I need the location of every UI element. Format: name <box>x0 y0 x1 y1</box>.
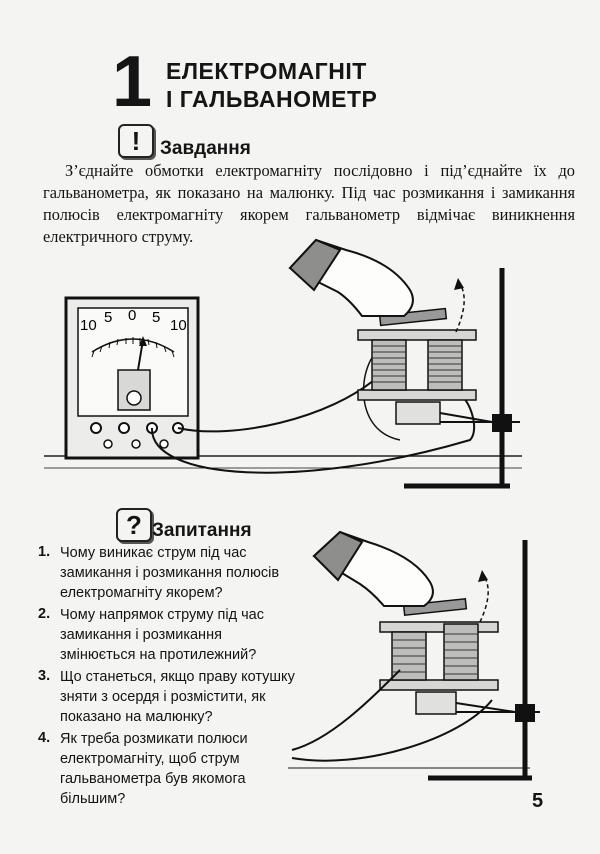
coil-right-2 <box>443 623 479 681</box>
list-item: 2. Чому напрямок струму під час замиканн… <box>38 606 264 663</box>
task-heading: Завдання <box>160 138 251 159</box>
scale-label-right-5: 5 <box>152 309 160 326</box>
galvanometer-scale-ticks <box>91 337 175 358</box>
terminal-1 <box>90 422 102 434</box>
lesson-number: 1 <box>112 42 153 122</box>
exclamation-icon: ! <box>118 124 154 158</box>
armature <box>378 307 448 327</box>
terminal-2 <box>118 422 130 434</box>
scale-label-zero: 0 <box>128 307 136 324</box>
page-number: 5 <box>532 790 544 812</box>
questions-heading: Запитання <box>152 520 252 541</box>
question-icon: ? <box>116 508 152 542</box>
wire-1 <box>177 374 381 433</box>
experiment-illustration-2 <box>288 530 540 781</box>
questions-list: 1. Чому виникає струм під час замикання … <box>36 543 301 811</box>
armature-2 <box>402 597 468 617</box>
scale-label-right-10: 10 <box>170 317 187 334</box>
wire-4 <box>291 699 493 762</box>
electromagnet <box>357 307 493 425</box>
scale-label-left-10: 10 <box>80 317 97 334</box>
galvanometer: 10 5 0 5 10 <box>64 296 200 460</box>
motion-arrow-2 <box>479 575 489 623</box>
motion-arrow-1 <box>455 283 465 333</box>
list-item: 3. Що станеться, якщо праву котушку знят… <box>38 668 295 725</box>
lesson-title-line2: І ГАЛЬВАНОМЕТР <box>166 86 378 112</box>
list-item: 4. Як треба розмикати полюси електромагн… <box>38 730 248 807</box>
scale-label-left-5: 5 <box>104 309 112 326</box>
wire-3 <box>291 669 401 751</box>
list-item: 1. Чому виникає струм під час замикання … <box>38 544 280 601</box>
task-text: З’єднайте обмотки електромагніту послідо… <box>43 161 575 246</box>
lesson-title-line1: ЕЛЕКТРОМАГНІТ <box>166 58 367 84</box>
